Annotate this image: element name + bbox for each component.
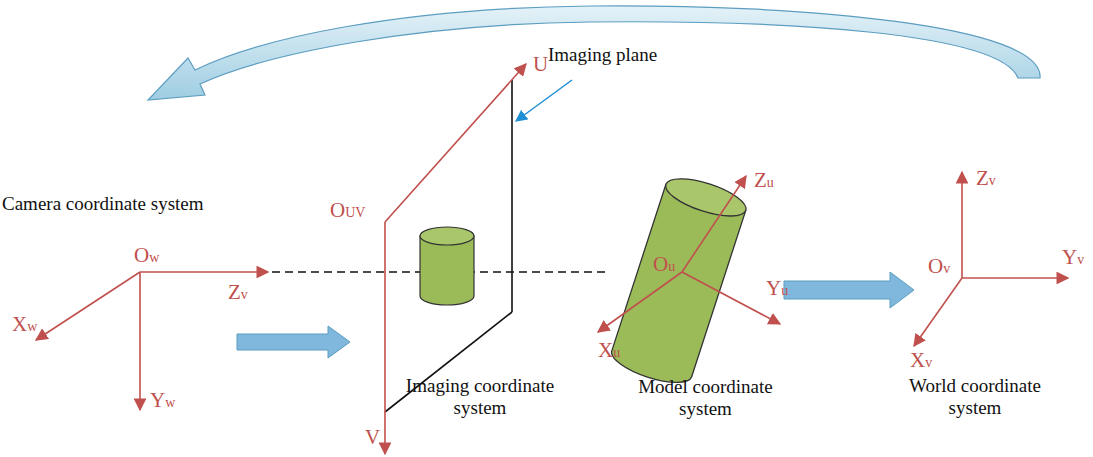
axis-label: Zv <box>976 166 996 190</box>
origin-label: Ow <box>134 243 159 267</box>
axis-label: V <box>365 425 380 449</box>
cylinder-image <box>420 227 474 305</box>
axis-label: Yu <box>766 276 788 300</box>
axis-label: Zv <box>228 280 248 304</box>
curved-arrow <box>148 6 1040 100</box>
world-axes <box>914 172 1068 346</box>
axis-label: Xw <box>12 312 37 336</box>
block-arrow <box>237 326 350 358</box>
axis-label: Yv <box>1062 245 1084 269</box>
system-title: Model coordinate system <box>618 376 793 420</box>
plane-label: Imaging plane <box>548 44 657 66</box>
origin-label: Ou <box>653 252 675 276</box>
system-title: Camera coordinate system <box>2 193 204 215</box>
axis-label: Yw <box>150 388 175 412</box>
origin-label: OUV <box>330 198 365 222</box>
leader-arrow <box>516 80 572 121</box>
model-cylinder <box>607 171 750 390</box>
block-arrow <box>784 272 914 308</box>
axis-label: Xv <box>910 348 932 372</box>
system-title: World coordinate system <box>900 375 1050 419</box>
origin-label: Ov <box>928 254 950 278</box>
model-axes <box>598 176 780 332</box>
axis-label: U <box>533 52 548 76</box>
system-title: Imaging coordinate system <box>385 375 575 419</box>
axis-label: Zu <box>754 168 774 192</box>
axis-label: Xu <box>598 338 620 362</box>
